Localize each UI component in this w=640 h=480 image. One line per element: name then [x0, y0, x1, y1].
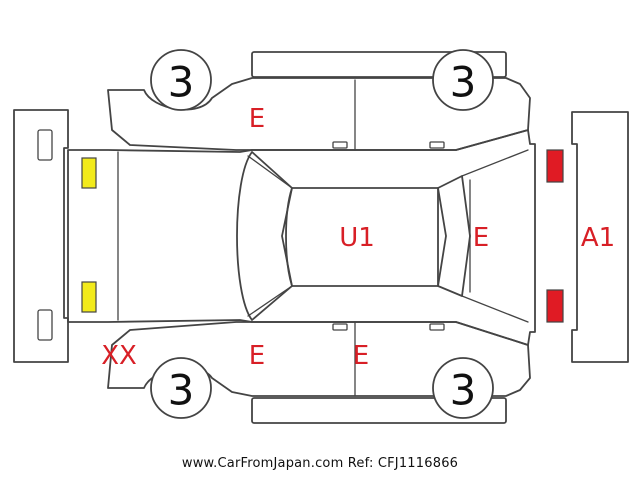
car-body-top	[67, 129, 536, 346]
front-left-wheel: 3	[150, 49, 212, 111]
front-left-wheel-grade: 3	[168, 58, 195, 107]
tailgate-code: E	[473, 223, 489, 253]
rear-right-door-code: E	[353, 341, 369, 371]
taillight-icon	[546, 289, 564, 323]
rear-left-wheel: 3	[432, 49, 494, 111]
front-right-wheel-grade: 3	[168, 366, 195, 415]
rear-bumper	[571, 111, 629, 363]
rear-right-wheel: 3	[432, 357, 494, 419]
front-right-wheel: 3	[150, 357, 212, 419]
rear-left-wheel-grade: 3	[450, 58, 477, 107]
front-bumper-corner-code: XX	[101, 341, 137, 371]
headlight-icon	[81, 281, 97, 313]
headlight-icon	[81, 157, 97, 189]
taillight-icon	[546, 149, 564, 183]
front-left-door-code: E	[249, 104, 265, 134]
rear-right-wheel-grade: 3	[450, 366, 477, 415]
reference-footer: www.CarFromJapan.com Ref: CFJ1116866	[181, 456, 459, 471]
front-right-door-code: E	[249, 341, 265, 371]
front-bumper	[13, 109, 69, 363]
rear-bumper-code: A1	[581, 223, 615, 253]
hood-code: U1	[339, 223, 375, 253]
